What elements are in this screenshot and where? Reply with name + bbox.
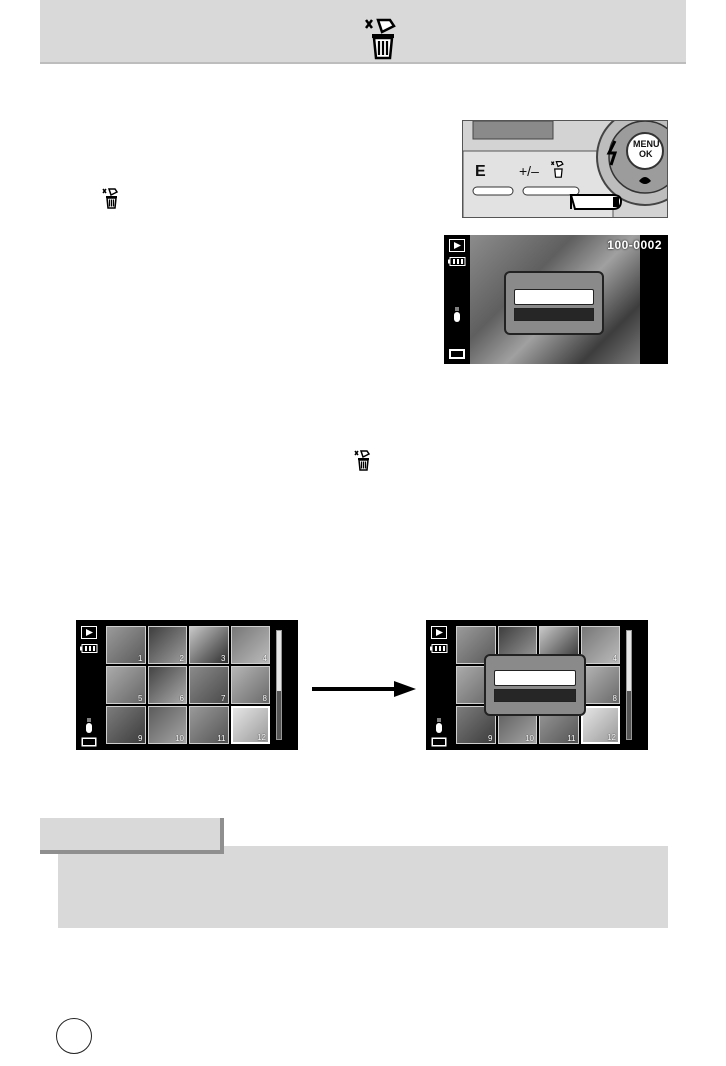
delete-confirm-popup [504,271,604,335]
play-mode-icon [449,239,465,252]
thumbnail[interactable]: 8 [230,666,270,704]
thumbnail[interactable]: 9 [106,706,146,744]
internal-memory-icon [449,349,465,359]
play-mode-icon [431,626,447,639]
scrollbar[interactable] [276,630,282,740]
thumbnail[interactable]: 11 [189,706,229,744]
memory-icon [436,718,442,733]
memory-icon [454,307,460,322]
play-mode-icon [81,626,97,639]
note-tab [40,818,224,854]
delete-trash-icon [354,450,371,471]
thumbnail-screen-after: 1 2 3 4 5 6 7 8 9 10 11 12 [426,620,648,750]
popup-option[interactable] [494,670,576,686]
e-button-label: E [475,163,486,180]
battery-icon [448,257,466,266]
thumbnail-grid: 1 2 3 4 5 6 7 8 9 10 11 12 [106,626,270,744]
thumbnail[interactable]: 4 [580,626,620,664]
delete-trash-icon [102,188,119,209]
thumbnail-screen-before: 1 2 3 4 5 6 7 8 9 10 11 12 [76,620,298,750]
delete-trash-icon [550,161,564,178]
thumbnail[interactable]: 3 [189,626,229,664]
internal-memory-icon [431,737,447,747]
thumbnail[interactable]: 10 [147,706,187,744]
camera-back-photo: E +/– MENU OK [462,120,668,218]
file-counter: 100-0002 [607,238,662,252]
thumbnail[interactable]: 7 [189,666,229,704]
internal-memory-icon [81,737,97,747]
popup-option-selected[interactable] [494,689,576,702]
thumbnail[interactable]: 1 [106,626,146,664]
popup-option-selected[interactable] [514,308,594,321]
battery-icon [430,644,448,653]
popup-option[interactable] [514,289,594,305]
thumbnail[interactable]: 4 [230,626,270,664]
scrollbar-knob[interactable] [627,631,631,691]
menu-button-label: MENU [633,139,660,149]
thumbnail[interactable]: 2 [147,626,187,664]
scrollbar-knob[interactable] [277,631,281,691]
battery-icon [80,644,98,653]
thumbnail-selected[interactable]: 12 [230,706,270,744]
thumbnail[interactable]: 8 [580,666,620,704]
arrow-right-icon [312,681,416,697]
page-number-circle [56,1018,92,1054]
macro-icon [639,177,651,184]
plus-minus-label: +/– [519,163,539,179]
thumbnail-selected[interactable]: 12 [580,706,620,744]
title-bar [40,0,686,64]
lcd-single-image-screen: 100-0002 [444,235,668,364]
memory-icon [86,718,92,733]
flash-icon [606,140,618,166]
scrollbar[interactable] [626,630,632,740]
thumbnail[interactable]: 6 [147,666,187,704]
ok-button-label: OK [639,149,653,159]
delete-confirm-popup [484,654,586,716]
thumbnail[interactable]: 5 [106,666,146,704]
note-box [58,846,668,928]
delete-trash-icon [365,18,396,60]
